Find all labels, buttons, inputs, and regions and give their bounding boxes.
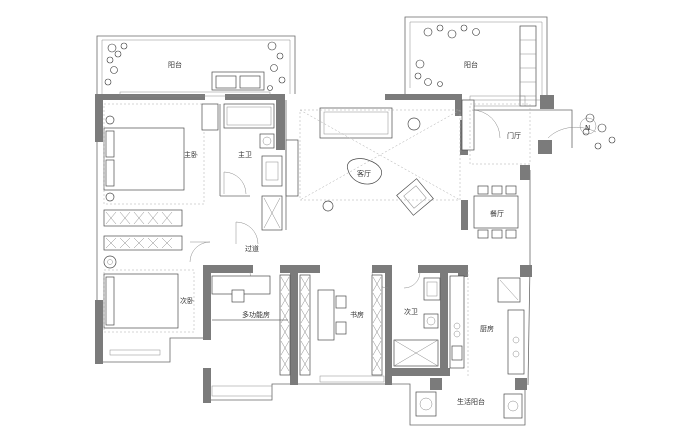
foyer-area [461,99,616,165]
plant-icon [414,24,480,87]
plant-icon [104,41,286,91]
kitchen-furniture [449,270,525,376]
counter [449,275,465,369]
label-living-room: 客厅 [357,169,371,178]
label-service-balcony: 生活阳台 [457,397,485,406]
label-kitchen: 厨房 [480,324,494,333]
lamp-icon [105,115,115,125]
chair [231,289,245,303]
study-furniture [299,274,385,383]
living-room-furniture [285,100,461,230]
counter [507,309,525,375]
coffee-table [346,158,382,185]
second-bath-furniture [393,277,441,367]
label-foyer: 门厅 [507,131,521,140]
master-bedroom-furniture [103,103,219,251]
label-corridor: 过道 [245,244,259,253]
lamp-icon [105,192,115,202]
second-bedroom-furniture [103,255,195,356]
washing-machine [415,391,437,417]
label-master-bath: 主卫 [238,150,252,159]
wardrobe [103,209,183,227]
bookshelf [299,274,311,376]
compass-icon: N [579,117,597,135]
stove-icon [453,322,461,330]
bed [103,273,179,329]
sink [261,155,283,187]
lamp-icon [103,255,117,269]
bookshelf [371,274,383,376]
label-study: 书房 [350,310,364,319]
plant-icon [582,113,616,150]
dining-furniture [473,185,519,239]
toilet [423,313,439,329]
compass-north-label: N [585,124,590,132]
service-balcony-furniture [415,391,523,419]
label-second-bath: 次卫 [404,307,418,316]
armchair [396,178,434,216]
desk [317,289,335,341]
bookshelf [279,274,291,376]
room-labels: 阳台 阳台 主卧 主卫 客厅 门厅 餐厅 过道 次卧 多功能房 书房 次卫 厨房… [168,60,521,406]
lamp-icon [407,117,421,131]
label-master-bedroom: 主卧 [184,150,198,159]
label-multi-room: 多功能房 [242,310,270,319]
label-balcony-right: 阳台 [464,60,478,69]
label-dining: 餐厅 [490,209,504,218]
walls [95,94,554,403]
dining-table [473,195,519,229]
label-balcony-left: 阳台 [168,60,182,69]
bathtub [223,103,275,129]
label-second-bedroom: 次卧 [180,296,194,305]
double-bed [103,127,185,191]
master-bath-furniture [219,103,283,231]
lamp-icon [322,200,334,212]
left-balcony-furniture [104,41,286,97]
multi-room-furniture [211,274,291,397]
sofa [319,107,393,139]
toilet [259,133,275,149]
sink [423,277,441,301]
right-balcony-furniture [414,24,537,107]
